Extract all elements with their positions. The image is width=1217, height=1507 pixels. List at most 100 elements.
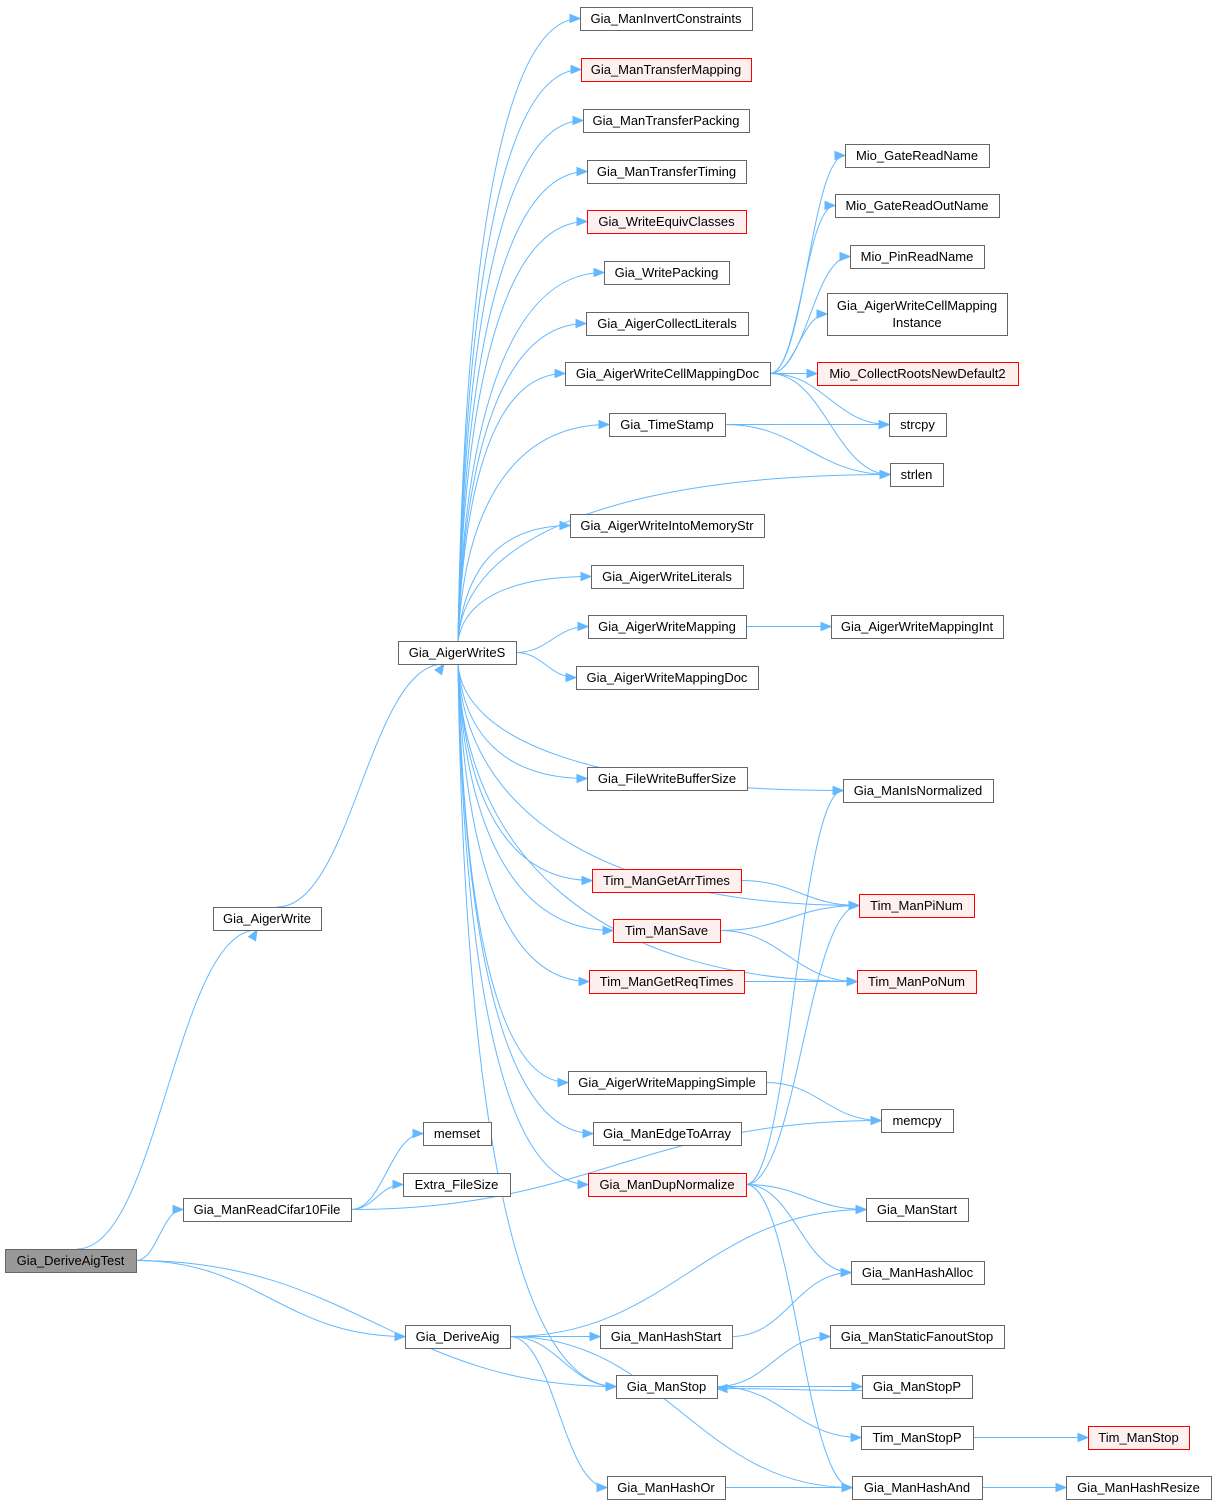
node-memset[interactable]: memset — [423, 1122, 492, 1146]
node-Gia_AigerWriteIntoMemoryStr[interactable]: Gia_AigerWriteIntoMemoryStr — [570, 514, 765, 538]
node-box[interactable] — [827, 293, 1008, 336]
node-Gia_DeriveAigTest[interactable]: Gia_DeriveAigTest — [5, 1249, 137, 1273]
node-Gia_ManHashResize[interactable]: Gia_ManHashResize — [1066, 1476, 1212, 1500]
node-box[interactable] — [607, 1476, 726, 1500]
node-box[interactable] — [1088, 1426, 1190, 1450]
node-box[interactable] — [405, 1325, 511, 1349]
node-Gia_AigerWriteMapping[interactable]: Gia_AigerWriteMapping — [588, 615, 747, 639]
node-box[interactable] — [850, 245, 985, 269]
node-box[interactable] — [183, 1198, 352, 1222]
node-Gia_ManStopP[interactable]: Gia_ManStopP — [862, 1375, 973, 1399]
node-Gia_AigerWrite[interactable]: Gia_AigerWrite — [213, 907, 322, 931]
node-box[interactable] — [588, 615, 747, 639]
node-box[interactable] — [852, 1476, 983, 1500]
node-box[interactable] — [423, 1122, 492, 1146]
node-Mio_GateReadName[interactable]: Mio_GateReadName — [845, 144, 990, 168]
node-box[interactable] — [586, 312, 749, 336]
node-Gia_ManStop[interactable]: Gia_ManStop — [616, 1375, 718, 1399]
node-Gia_WritePacking[interactable]: Gia_WritePacking — [604, 261, 730, 285]
node-Tim_ManSave[interactable]: Tim_ManSave — [613, 919, 721, 943]
node-box[interactable] — [609, 413, 726, 437]
node-box[interactable] — [616, 1375, 718, 1399]
node-box[interactable] — [587, 210, 747, 234]
node-box[interactable] — [831, 615, 1004, 639]
node-Gia_ManHashAnd[interactable]: Gia_ManHashAnd — [852, 1476, 983, 1500]
node-Gia_TimeStamp[interactable]: Gia_TimeStamp — [609, 413, 726, 437]
node-Gia_ManTransferMapping[interactable]: Gia_ManTransferMapping — [581, 58, 752, 82]
node-Gia_AigerWriteS[interactable]: Gia_AigerWriteS — [398, 641, 517, 665]
node-Gia_AigerWriteLiterals[interactable]: Gia_AigerWriteLiterals — [591, 565, 744, 589]
node-strlen[interactable]: strlen — [890, 463, 944, 487]
node-box[interactable] — [861, 1426, 974, 1450]
node-Gia_AigerWriteMappingDoc[interactable]: Gia_AigerWriteMappingDoc — [576, 666, 759, 690]
node-box[interactable] — [866, 1198, 969, 1222]
node-Gia_ManHashAlloc[interactable]: Gia_ManHashAlloc — [851, 1261, 985, 1285]
node-Tim_ManPoNum[interactable]: Tim_ManPoNum — [857, 970, 977, 994]
node-Gia_ManHashOr[interactable]: Gia_ManHashOr — [607, 1476, 726, 1500]
node-Tim_ManStopP[interactable]: Tim_ManStopP — [861, 1426, 974, 1450]
node-Gia_WriteEquivClasses[interactable]: Gia_WriteEquivClasses — [587, 210, 747, 234]
node-box[interactable] — [587, 767, 748, 791]
node-box[interactable] — [403, 1173, 511, 1197]
node-box[interactable] — [592, 869, 742, 893]
node-box[interactable] — [580, 7, 753, 31]
node-box[interactable] — [593, 1122, 742, 1146]
node-box[interactable] — [576, 666, 759, 690]
node-box[interactable] — [588, 1173, 747, 1197]
node-box[interactable] — [835, 194, 1000, 218]
node-Gia_AigerWriteMappingSimple[interactable]: Gia_AigerWriteMappingSimple — [568, 1071, 767, 1095]
node-box[interactable] — [591, 565, 744, 589]
node-Tim_ManGetReqTimes[interactable]: Tim_ManGetReqTimes — [589, 970, 745, 994]
node-box[interactable] — [830, 1325, 1005, 1349]
node-Gia_ManReadCifar10File[interactable]: Gia_ManReadCifar10File — [183, 1198, 352, 1222]
node-Tim_ManGetArrTimes[interactable]: Tim_ManGetArrTimes — [592, 869, 742, 893]
node-box[interactable] — [862, 1375, 973, 1399]
node-box[interactable] — [581, 58, 752, 82]
node-box[interactable] — [851, 1261, 985, 1285]
node-Gia_ManIsNormalized[interactable]: Gia_ManIsNormalized — [843, 779, 994, 803]
node-box[interactable] — [587, 160, 747, 184]
node-Gia_ManEdgeToArray[interactable]: Gia_ManEdgeToArray — [593, 1122, 742, 1146]
node-Tim_ManPiNum[interactable]: Tim_ManPiNum — [859, 894, 975, 918]
node-box[interactable] — [600, 1325, 733, 1349]
node-Gia_ManStaticFanoutStop[interactable]: Gia_ManStaticFanoutStop — [830, 1325, 1005, 1349]
node-Mio_PinReadName[interactable]: Mio_PinReadName — [850, 245, 985, 269]
node-box[interactable] — [889, 413, 947, 437]
node-box[interactable] — [604, 261, 730, 285]
node-Gia_AigerCollectLiterals[interactable]: Gia_AigerCollectLiterals — [586, 312, 749, 336]
node-box[interactable] — [881, 1109, 954, 1133]
node-Tim_ManStop[interactable]: Tim_ManStop — [1088, 1426, 1190, 1450]
node-box[interactable] — [570, 514, 765, 538]
node-Gia_ManInvertConstraints[interactable]: Gia_ManInvertConstraints — [580, 7, 753, 31]
node-Gia_FileWriteBufferSize[interactable]: Gia_FileWriteBufferSize — [587, 767, 748, 791]
node-box[interactable] — [213, 907, 322, 931]
node-box[interactable] — [398, 641, 517, 665]
node-box[interactable] — [613, 919, 721, 943]
node-box[interactable] — [859, 894, 975, 918]
node-box[interactable] — [5, 1249, 137, 1273]
node-Gia_AigerWriteCellMappingDoc[interactable]: Gia_AigerWriteCellMappingDoc — [565, 362, 771, 386]
node-box[interactable] — [583, 109, 750, 133]
node-box[interactable] — [857, 970, 977, 994]
node-Gia_AigerWriteMappingInt[interactable]: Gia_AigerWriteMappingInt — [831, 615, 1004, 639]
node-Gia_ManTransferTiming[interactable]: Gia_ManTransferTiming — [587, 160, 747, 184]
node-box[interactable] — [1066, 1476, 1212, 1500]
node-Gia_ManHashStart[interactable]: Gia_ManHashStart — [600, 1325, 733, 1349]
node-memcpy[interactable]: memcpy — [881, 1109, 954, 1133]
node-box[interactable] — [890, 463, 944, 487]
node-Extra_FileSize[interactable]: Extra_FileSize — [403, 1173, 511, 1197]
node-box[interactable] — [817, 362, 1019, 386]
node-Gia_ManDupNormalize[interactable]: Gia_ManDupNormalize — [588, 1173, 747, 1197]
node-box[interactable] — [589, 970, 745, 994]
node-box[interactable] — [843, 779, 994, 803]
node-box[interactable] — [845, 144, 990, 168]
node-Gia_ManStart[interactable]: Gia_ManStart — [866, 1198, 969, 1222]
node-box[interactable] — [568, 1071, 767, 1095]
node-Gia_DeriveAig[interactable]: Gia_DeriveAig — [405, 1325, 511, 1349]
node-Mio_CollectRootsNewDefault2[interactable]: Mio_CollectRootsNewDefault2 — [817, 362, 1019, 386]
node-Gia_ManTransferPacking[interactable]: Gia_ManTransferPacking — [583, 109, 750, 133]
node-strcpy[interactable]: strcpy — [889, 413, 947, 437]
node-box[interactable] — [565, 362, 771, 386]
node-Mio_GateReadOutName[interactable]: Mio_GateReadOutName — [835, 194, 1000, 218]
